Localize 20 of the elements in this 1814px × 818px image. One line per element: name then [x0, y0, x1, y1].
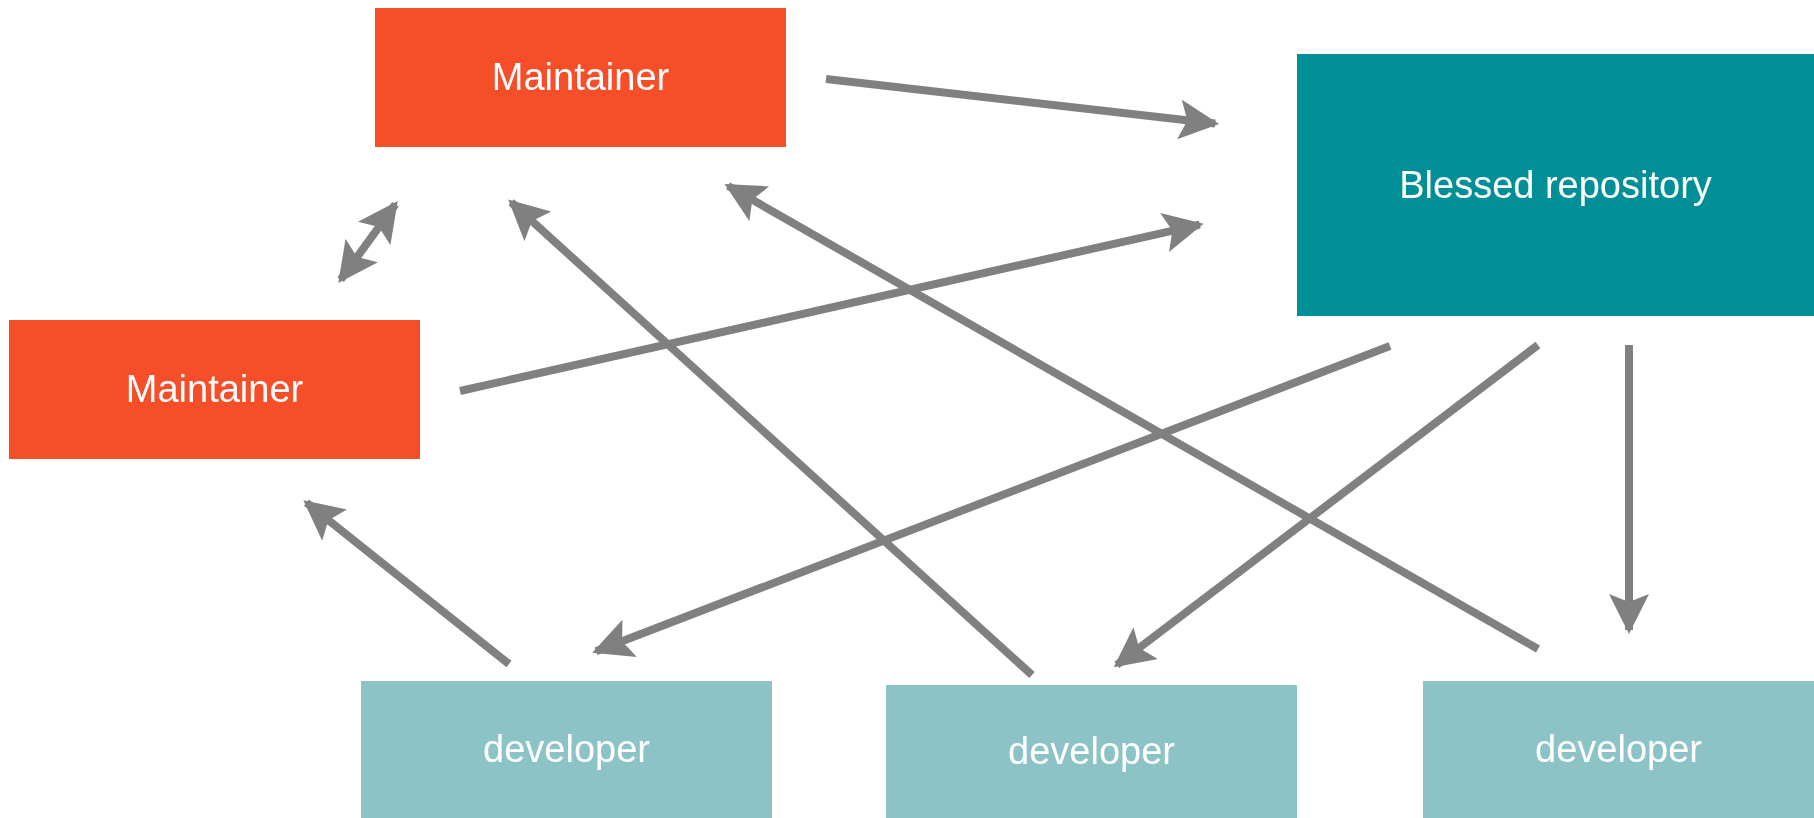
- node-label: Maintainer: [125, 368, 304, 411]
- developer-box: [886, 685, 1297, 818]
- arrow: [508, 199, 1035, 678]
- node-label: developer: [1008, 730, 1175, 773]
- node-label: Blessed repository: [1399, 163, 1712, 207]
- node-label: Maintainer: [491, 56, 670, 99]
- developer-box: [1423, 681, 1814, 818]
- arrow: [592, 342, 1392, 657]
- developer-box: [361, 681, 772, 818]
- arrow: [1113, 341, 1541, 669]
- repository-box: [1297, 54, 1814, 316]
- arrow: [825, 75, 1220, 140]
- node-label: developer: [1535, 728, 1702, 771]
- arrow: [724, 182, 1540, 653]
- maintainer-box: [375, 8, 786, 147]
- arrow: [303, 499, 512, 668]
- node-label: developer: [483, 728, 650, 771]
- maintainer-box: [9, 320, 420, 459]
- arrow: [337, 201, 399, 283]
- arrow: [459, 212, 1204, 395]
